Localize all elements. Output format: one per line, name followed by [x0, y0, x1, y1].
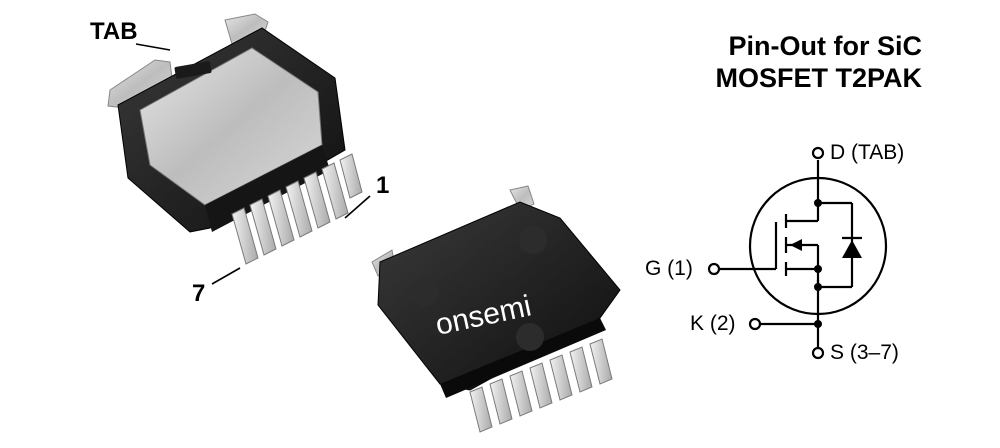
kelvin-pin-label: K (2)	[690, 312, 736, 335]
pin7-leader-line	[211, 267, 241, 285]
mold-dimple	[519, 226, 547, 254]
junction-dot	[814, 265, 822, 273]
kelvin-terminal	[748, 317, 762, 331]
tab-slot	[174, 61, 212, 79]
drain-terminal	[811, 146, 825, 160]
gate-pin-label: G (1)	[645, 257, 693, 280]
gate-terminal	[707, 262, 721, 276]
title-line-2: MOSFET T2PAK	[715, 63, 922, 93]
package-front-view: onsemi	[371, 185, 621, 433]
mold-dimple	[516, 323, 544, 351]
mosfet-schematic	[707, 146, 888, 360]
pin7-label: 7	[192, 280, 206, 307]
diode-triangle	[842, 240, 862, 258]
mold-dimple	[411, 278, 439, 306]
source-terminal	[811, 346, 825, 360]
junction-dot	[814, 199, 822, 207]
tab-label: TAB	[90, 18, 138, 45]
leads-front-view	[469, 338, 613, 433]
package-back-view	[107, 13, 363, 265]
junction-dot	[814, 283, 822, 291]
junction-dot	[814, 320, 822, 328]
title-line-1: Pin-Out for SiC	[728, 31, 922, 61]
package-body-rim	[205, 145, 330, 232]
drain-pin-label: D (TAB)	[830, 141, 905, 164]
pin1-leader-line	[344, 195, 371, 219]
tab-leader-line	[135, 43, 171, 51]
leads-back-view	[231, 153, 363, 265]
pin1-label: 1	[376, 172, 390, 199]
body-arrow	[790, 239, 802, 251]
package-body-front-rim	[440, 318, 606, 398]
diagram-title: Pin-Out for SiC MOSFET T2PAK	[640, 30, 922, 94]
source-pin-label: S (3–7)	[830, 341, 899, 364]
